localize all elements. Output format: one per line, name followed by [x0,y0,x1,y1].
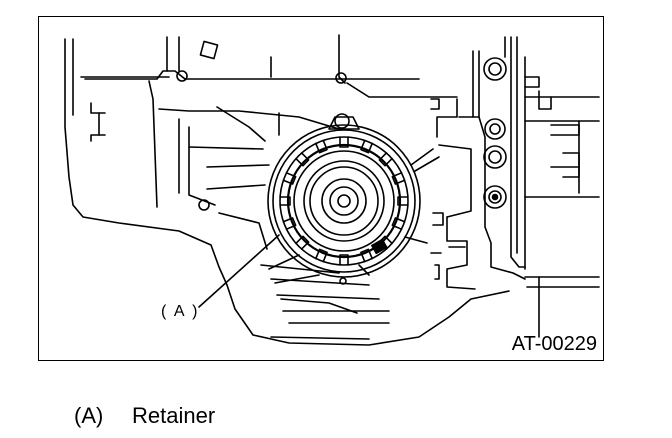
transmission-line-drawing [64,34,600,346]
valve-bolt-2 [484,118,506,140]
valve-bolt-1 [483,57,507,81]
bolt-boss-top-left [176,70,188,82]
retainer-flange [267,116,440,278]
valve-body-bolts [483,57,507,209]
legend: (A) Retainer [74,403,215,429]
callout-label-a: ( A ) [161,303,200,320]
valve-bolt-4 [483,185,507,209]
center-hub [303,160,385,242]
oil-pan-ribs [260,254,390,340]
retainer-ring [279,136,409,266]
figure-code: AT-00229 [511,333,597,355]
bolt-boss-left [198,199,210,211]
legend-key: (A) [74,403,104,428]
bolt-boss-flange [334,113,350,129]
valve-body [430,36,600,338]
bolt-bosses [176,70,350,285]
housing-outline [64,34,510,346]
figure-frame: ( A ) AT-00229 [38,16,604,361]
housing-pocket [90,40,219,142]
valve-bolt-3 [483,145,507,169]
legend-text: Retainer [132,403,216,428]
callout-leader-line [198,234,280,308]
bolt-boss-top [335,72,347,84]
